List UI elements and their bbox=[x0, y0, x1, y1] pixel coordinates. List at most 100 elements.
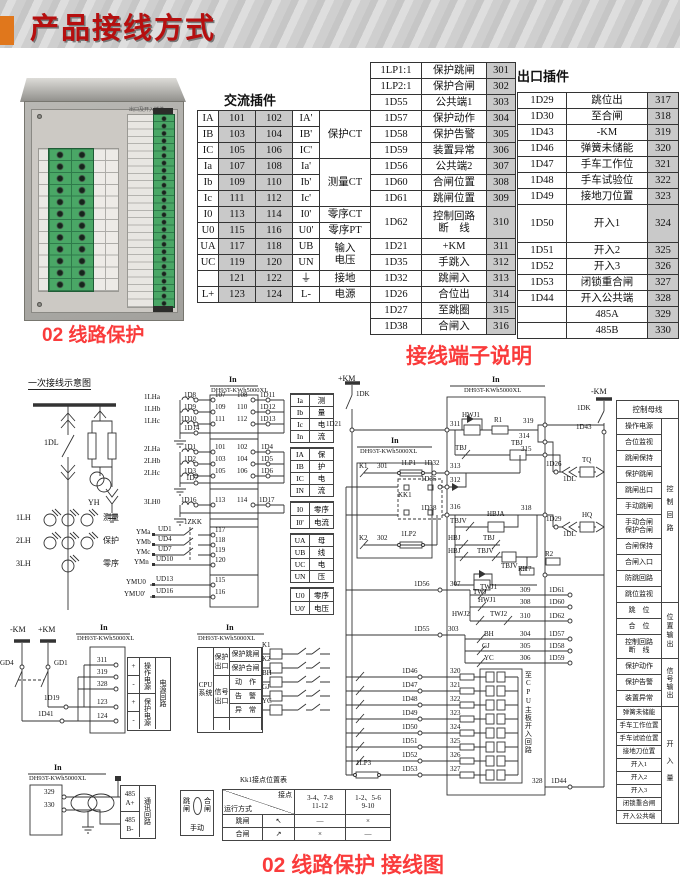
table-row: 1D47 手车工作位 321 bbox=[517, 156, 679, 173]
legend-row: U0'电压 bbox=[291, 601, 333, 614]
function-row: 跳闸保持 bbox=[617, 451, 661, 467]
kk1-cell: × bbox=[295, 828, 346, 840]
cpu-out1-label: 保护 出口 bbox=[214, 648, 230, 676]
function-row: 跳位监视 bbox=[625, 589, 653, 598]
table-row: 1D61 跳闸位置 309 bbox=[370, 190, 516, 207]
table-row: 1D57 保护动作 304 bbox=[370, 110, 516, 127]
kk1-cell: — bbox=[364, 829, 372, 838]
kk1-close-label: 合 闸 bbox=[204, 797, 211, 814]
kk1-contact-table: 接点 运行方式 3-4、7-8 11-12 1-2、5-6 9-10 跳闸 ↖ … bbox=[222, 789, 391, 841]
table-row: 1D32 跳闸入 313 bbox=[370, 270, 516, 287]
table-row: 1D55 公共端1 303 bbox=[370, 94, 516, 111]
table-row: 1D51 开入2 325 bbox=[517, 242, 679, 259]
caption-line-protection: 02 线路保护 bbox=[42, 325, 145, 346]
cpu-row: 告 警 bbox=[230, 690, 262, 704]
kk1-corner-cell: 接点 运行方式 bbox=[223, 790, 295, 815]
power-prot-label: 保护电源 bbox=[140, 694, 156, 729]
function-row: 跳 位 bbox=[617, 603, 661, 619]
power-plus1: + bbox=[128, 658, 140, 676]
screw-icon bbox=[37, 302, 42, 307]
function-section-control: 操作电源合位监视跳闸保持保护跳闸跳闸出口手动跳闸手动合闸 保护合闸合闸保持合闸入… bbox=[617, 419, 678, 603]
kk1-knob-icon bbox=[193, 797, 202, 815]
cpu-table: CPU 系统 保护 出口 信号 出口 保护跳闸 保护合闸 动 作 告 警 异 常 bbox=[197, 647, 263, 733]
header-orange-block bbox=[0, 16, 14, 45]
function-row: 弹簧未储能 bbox=[617, 707, 661, 720]
kk1-cell: — bbox=[295, 815, 346, 828]
kk1-trip-label: 跳 闸 bbox=[183, 797, 190, 814]
table-row: 1D21 +KM 311 bbox=[370, 238, 516, 255]
function-row: 跳闸出口 bbox=[617, 483, 661, 499]
outlet-plugin-table: 1D29 跳位出 317 1D30 至合闸 318 1D43 -KM 319 1… bbox=[517, 92, 679, 339]
comm-485b: 485 B- bbox=[121, 812, 140, 837]
legend-row: I0'电流 bbox=[291, 515, 333, 528]
table-row: 1D60 合闸位置 308 bbox=[370, 174, 516, 191]
cpu-row: 保护合闸 bbox=[230, 662, 262, 676]
power-minus1: - bbox=[128, 676, 140, 694]
function-row: 合位监视 bbox=[617, 435, 661, 451]
terminal-strip-cap bbox=[153, 306, 173, 312]
function-group-label: 控制回路 bbox=[661, 419, 678, 602]
comm-group-label: 通讯回路 bbox=[143, 797, 152, 825]
table-row: 1D49 接地刀位置 323 bbox=[517, 188, 679, 205]
function-row: 开入1 bbox=[617, 759, 661, 772]
function-section-signal: 保护动作保护告警装置异常 信号输出 bbox=[617, 659, 678, 707]
table-row: 1D48 手车试验位 322 bbox=[517, 172, 679, 189]
table-row: 485B 330 bbox=[517, 322, 679, 339]
table-row: 1D30 至合闸 318 bbox=[517, 108, 679, 125]
cpu-empty bbox=[230, 718, 262, 730]
kk1-row-name: 跳闸 bbox=[223, 815, 263, 828]
function-row: 操作电源 bbox=[617, 419, 661, 435]
page-title: 产品接线方式 bbox=[30, 13, 217, 45]
power-legend: + - + - 操作电源 保护电源 电源回路 bbox=[127, 657, 171, 731]
function-group-label: 开入量 bbox=[661, 707, 678, 823]
table-row: 1D56 公共端2 307 bbox=[370, 158, 516, 175]
cpu-row: 动 作 bbox=[230, 676, 262, 690]
function-row: 防跳回路 bbox=[617, 571, 661, 587]
table-row: 1D46 弹簧未储能 320 bbox=[517, 140, 679, 157]
function-label-table: 控制母线 操作电源合位监视跳闸保持保护跳闸跳闸出口手动跳闸手动合闸 保护合闸合闸… bbox=[616, 400, 679, 824]
kk1-row-name: 合闸 bbox=[223, 828, 263, 840]
function-row: 保护告警 bbox=[617, 675, 661, 691]
function-row: 手动合闸 保护合闸 bbox=[617, 515, 661, 539]
terminal-desc-table: 1LP1:1 保护跳闸 301 1LP2:1 保护合闸 302 1D55 公共端… bbox=[370, 62, 516, 335]
table-row: 1D53 闭锁重合闸 327 bbox=[517, 274, 679, 291]
kk1-row-arrow: ↗ bbox=[263, 828, 295, 840]
screw-icon bbox=[37, 114, 42, 119]
terminal-circles bbox=[19, 397, 607, 813]
wiring-diagram-svg bbox=[14, 381, 612, 836]
function-row: 保护动作 bbox=[617, 659, 661, 675]
table-row: 1D26 合位出 314 bbox=[370, 286, 516, 303]
power-op-label: 操作电源 bbox=[140, 658, 156, 694]
kk1-corner-bottom: 运行方式 bbox=[224, 804, 252, 813]
cpu-sys-label: CPU 系统 bbox=[198, 648, 214, 730]
cpu-out2-label: 信号 出口 bbox=[214, 676, 230, 718]
table-row: 1D62 控制回路 断 线 310 bbox=[370, 206, 516, 239]
table-row: 1LP1:1 保护跳闸 301 bbox=[370, 62, 516, 79]
function-row: 接地刀位置 bbox=[617, 746, 661, 759]
terminal-label-column bbox=[127, 114, 155, 308]
green-terminal-strip bbox=[153, 114, 175, 308]
